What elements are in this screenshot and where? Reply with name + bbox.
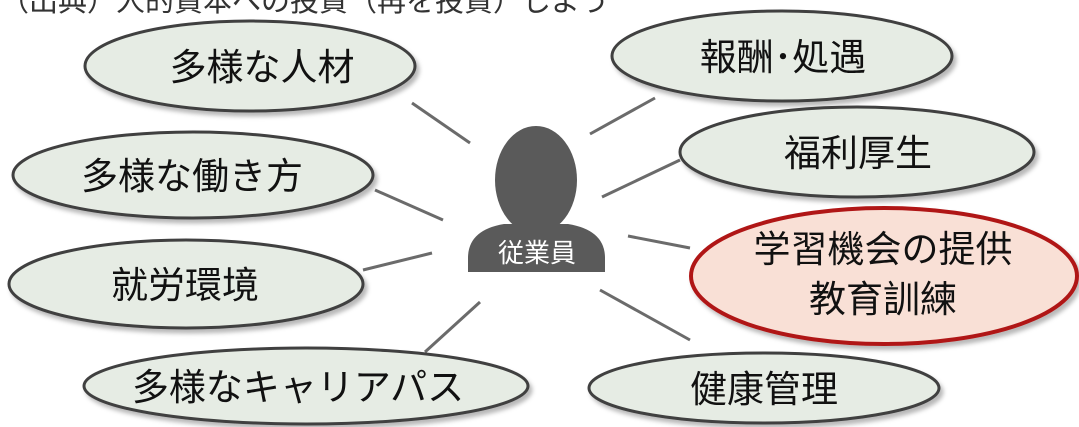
connector-health-management [599,288,691,342]
employee-label: 従業員 [498,239,576,269]
node-welfare: 福利厚生 [678,105,1036,199]
employee-person-icon [468,126,605,272]
connector-diverse-workstyles [374,188,444,222]
connector-learning-opportunities [627,234,691,250]
connector-welfare [601,158,681,199]
connector-diverse-talent [411,101,471,145]
node-label: 多様なキャリアパス [132,366,464,409]
node-health-management: 健康管理 [587,351,941,425]
node-label-line1: 学習機会の提供 [754,228,1013,271]
node-label: 多様な働き方 [81,155,303,198]
node-compensation: 報酬･処遇 [610,9,954,103]
node-work-environment: 就労環境 [7,238,365,330]
connectors [362,96,691,354]
node-diverse-workstyles: 多様な働き方 [11,130,375,220]
connector-compensation [589,96,656,136]
node-label: 就労環境 [111,264,259,307]
node-label: 福利厚生 [784,132,932,175]
connector-work-environment [362,251,433,272]
node-label: 健康管理 [690,368,838,411]
node-diverse-career-paths: 多様なキャリアパス [82,346,530,426]
node-label: 多様な人材 [170,46,355,89]
node-label: 報酬･処遇 [700,36,867,79]
node-learning-opportunities: 学習機会の提供 教育訓練 [689,206,1079,346]
node-label-line2: 教育訓練 [809,278,957,321]
node-diverse-talent: 多様な人材 [83,19,417,113]
connector-diverse-career-paths [423,300,482,354]
header-partial-text: （出典）人的資本への投資（再を投資）しよう [0,0,610,18]
